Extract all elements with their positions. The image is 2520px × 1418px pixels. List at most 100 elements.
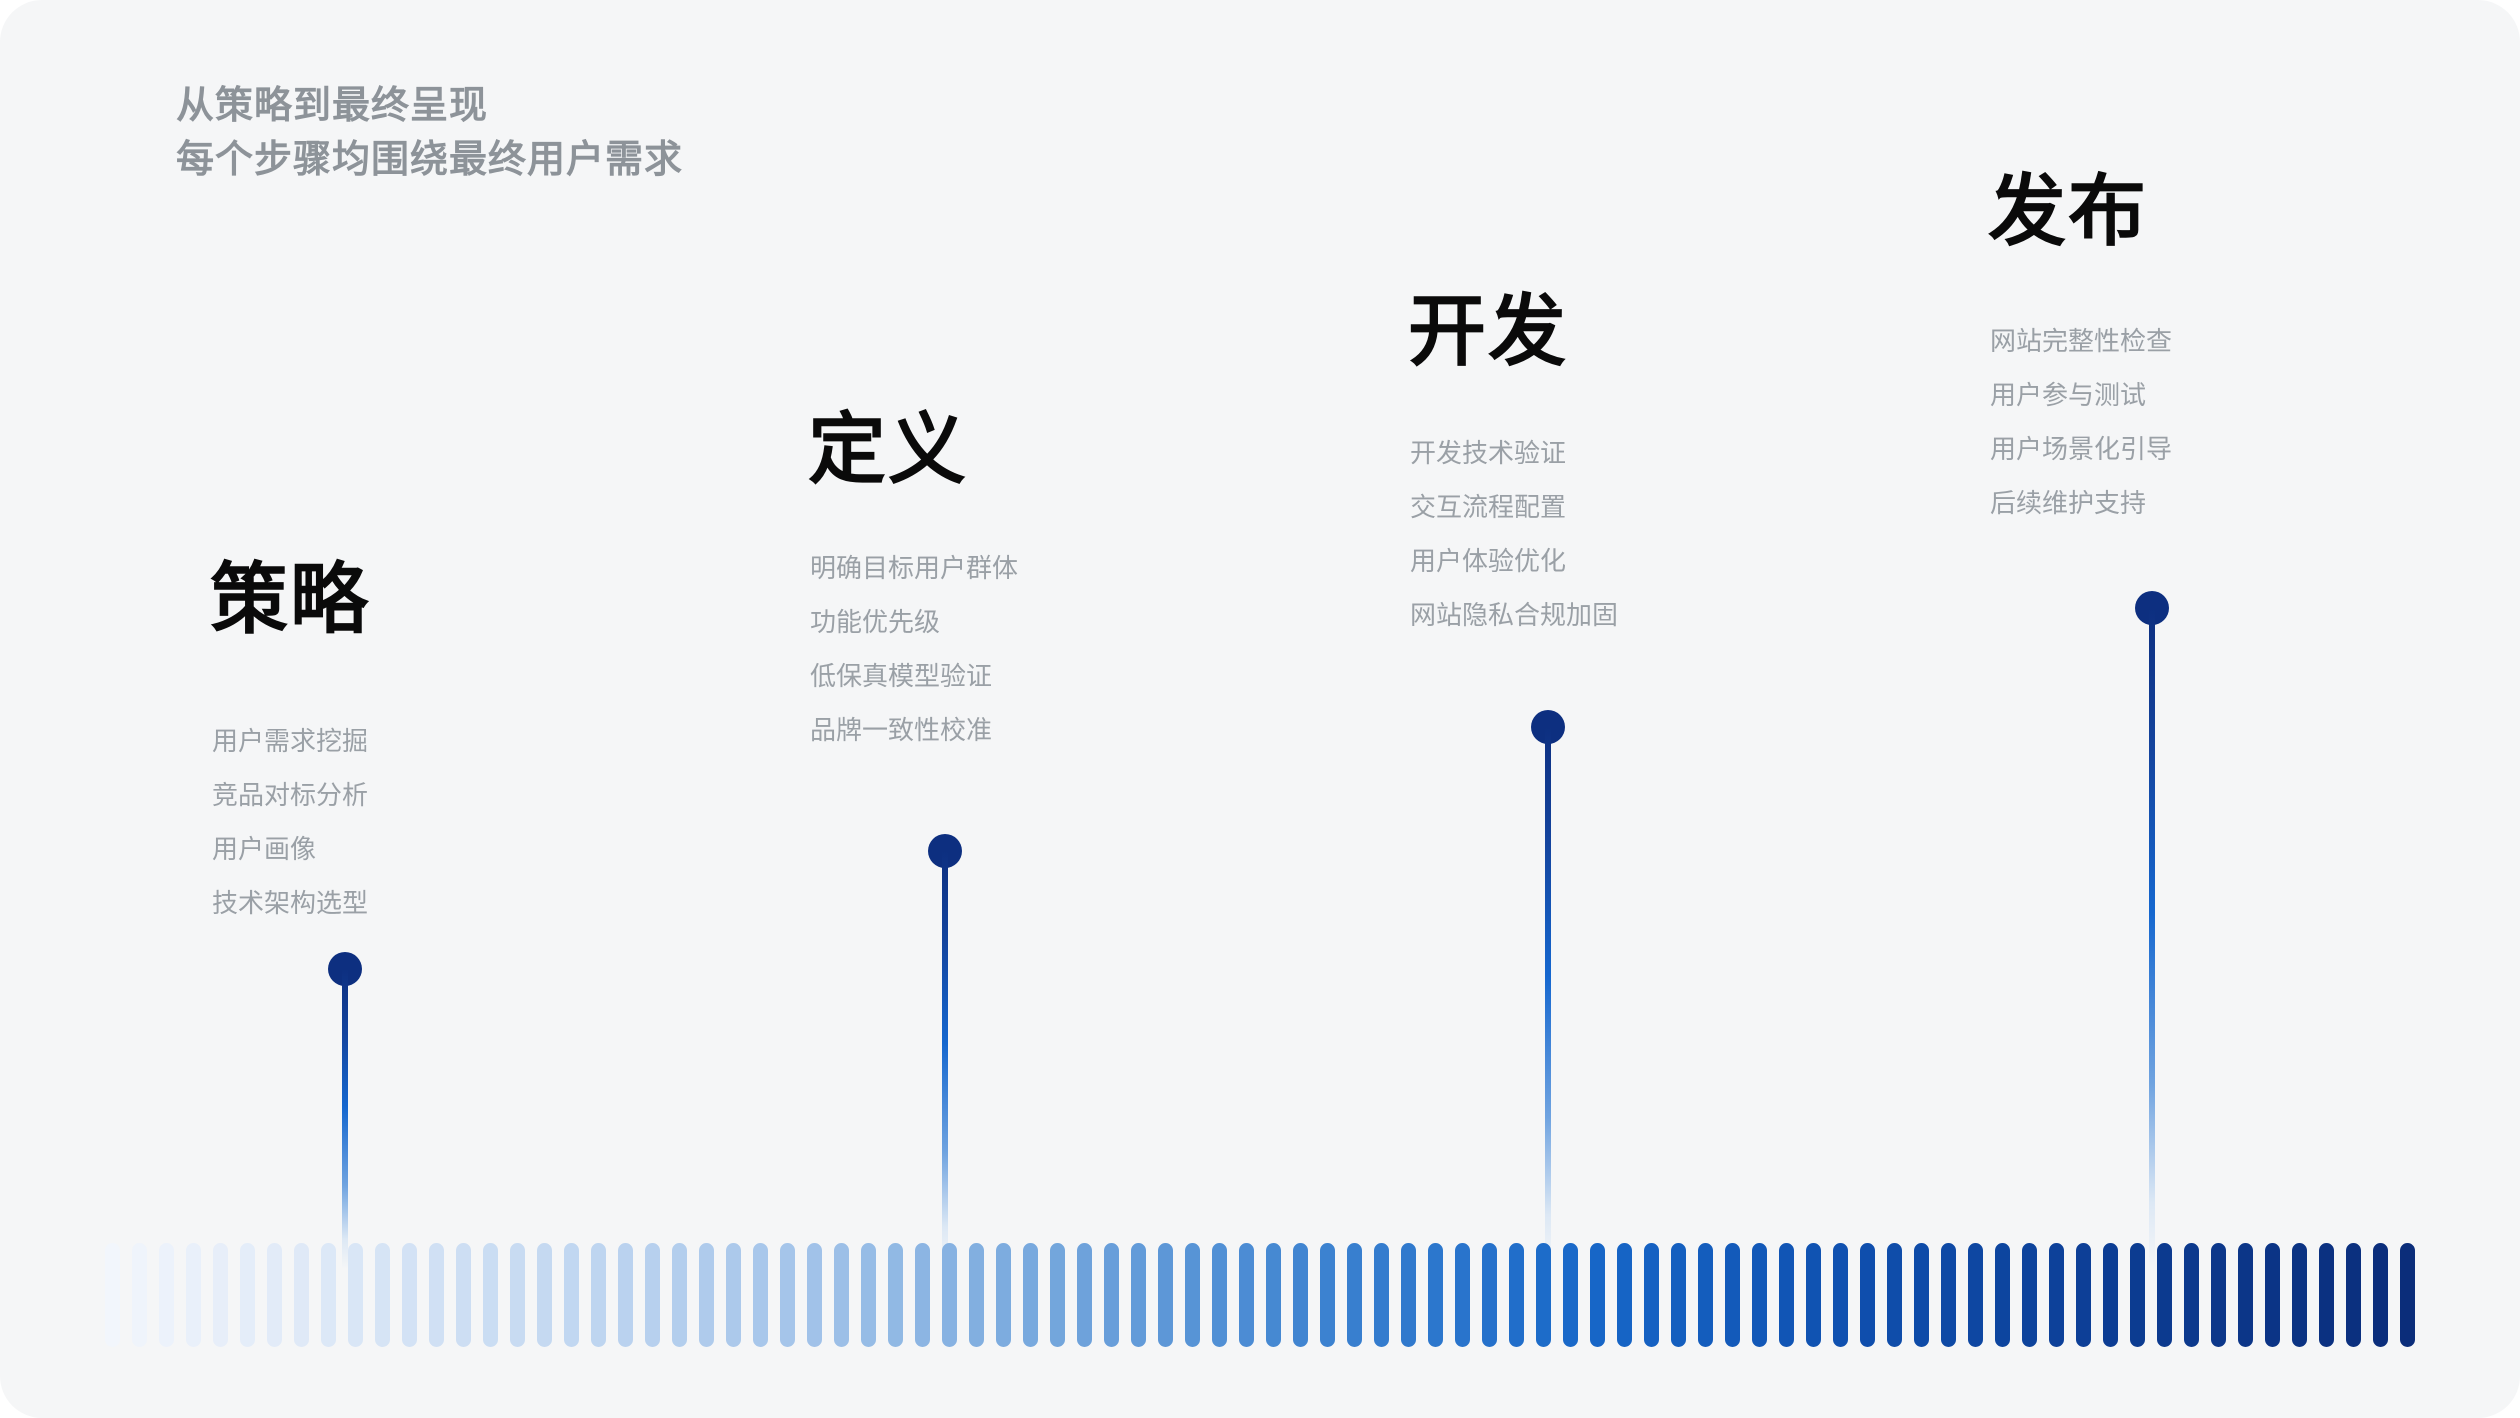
progress-tick-bar — [2130, 1243, 2145, 1347]
progress-tick-bar — [969, 1243, 984, 1347]
heading-line-1: 从策略到最终呈现 — [176, 85, 489, 127]
progress-tick-bar — [186, 1243, 201, 1347]
stage-item: 网站隐私合规加固 — [1410, 600, 1619, 630]
stage-title-release: 发布 — [1988, 167, 2149, 255]
progress-tick-bar — [996, 1243, 1011, 1347]
stage-item: 功能优先级 — [810, 607, 941, 637]
progress-tick-bar — [591, 1243, 606, 1347]
progress-tick-bar — [267, 1243, 282, 1347]
progress-tick-bar — [2211, 1243, 2226, 1347]
progress-tick-bar — [1590, 1243, 1605, 1347]
progress-tick-bar — [1131, 1243, 1146, 1347]
progress-tick-bar — [1833, 1243, 1848, 1347]
stage-title-strategy: 策略 — [210, 555, 371, 643]
progress-tick-bar — [618, 1243, 633, 1347]
progress-tick-bar — [1347, 1243, 1362, 1347]
stage-item: 交互流程配置 — [1410, 492, 1567, 522]
progress-tick-bar — [753, 1243, 768, 1347]
progress-tick-bar — [2076, 1243, 2091, 1347]
progress-tick-bar — [1185, 1243, 1200, 1347]
progress-tick-bar — [1860, 1243, 1875, 1347]
progress-tick-bar — [2157, 1243, 2172, 1347]
progress-tick-bar — [348, 1243, 363, 1347]
progress-tick-bar — [1212, 1243, 1227, 1347]
stage-items-develop: 开发技术验证交互流程配置用户体验优化网站隐私合规加固 — [1410, 440, 1618, 656]
stage-item: 用户画像 — [212, 834, 317, 864]
progress-tick-bar — [699, 1243, 714, 1347]
progress-tick-bar — [2022, 1243, 2037, 1347]
stage-item: 用户需求挖掘 — [212, 726, 369, 756]
progress-tick-bar — [1320, 1243, 1335, 1347]
progress-tick-bar — [1806, 1243, 1821, 1347]
progress-tick-bar — [2265, 1243, 2280, 1347]
progress-tick-bar — [1239, 1243, 1254, 1347]
stage-item: 用户场景化引导 — [1990, 434, 2173, 464]
progress-tick-bar — [672, 1243, 687, 1347]
progress-tick-bar — [321, 1243, 336, 1347]
progress-tick-bar — [1428, 1243, 1443, 1347]
progress-tick-bar — [1644, 1243, 1659, 1347]
heading-line-2: 每个步骤均围绕最终用户需求 — [176, 138, 684, 181]
progress-tick-bar — [1752, 1243, 1767, 1347]
progress-tick-bar — [2400, 1243, 2415, 1347]
progress-tick-bar — [1995, 1243, 2010, 1347]
stage-title-define: 定义 — [808, 405, 969, 493]
progress-tick-bar — [456, 1243, 471, 1347]
progress-tick-bar — [1698, 1243, 1713, 1347]
progress-tick-bar — [105, 1243, 120, 1347]
stage-items-strategy: 用户需求挖掘竞品对标分析用户画像技术架构选型 — [212, 728, 368, 944]
progress-tick-bar — [645, 1243, 660, 1347]
progress-tick-bar — [1779, 1243, 1794, 1347]
progress-tick-bar — [1401, 1243, 1416, 1347]
progress-tick-bar — [537, 1243, 552, 1347]
stage-item: 低保真模型验证 — [810, 661, 993, 691]
progress-tick-bar — [2292, 1243, 2307, 1347]
page-heading: 从策略到最终呈现 每个步骤均围绕最终用户需求 — [176, 80, 683, 188]
stage-item: 品牌一致性校准 — [810, 715, 993, 745]
progress-tick-bar — [1293, 1243, 1308, 1347]
progress-tick-bar — [483, 1243, 498, 1347]
stage-item: 网站完整性检查 — [1990, 326, 2173, 356]
progress-tick-bar — [2346, 1243, 2361, 1347]
progress-tick-bar — [888, 1243, 903, 1347]
progress-tick-bar — [834, 1243, 849, 1347]
progress-tick-bar — [942, 1243, 957, 1347]
progress-tick-bar — [213, 1243, 228, 1347]
progress-tick-bar — [1725, 1243, 1740, 1347]
progress-tick-bar — [726, 1243, 741, 1347]
stage-item: 竞品对标分析 — [212, 780, 369, 810]
progress-tick-bar — [1050, 1243, 1065, 1347]
milestone-stem — [342, 969, 348, 1269]
stage-item: 明确目标用户群体 — [810, 553, 1019, 583]
progress-tick-bar — [159, 1243, 174, 1347]
progress-tick-bar — [1671, 1243, 1686, 1347]
progress-tick-bar — [1266, 1243, 1281, 1347]
progress-tick-bar — [402, 1243, 417, 1347]
progress-tick-bar — [1941, 1243, 1956, 1347]
progress-tick-bar — [2049, 1243, 2064, 1347]
progress-tick-bar — [294, 1243, 309, 1347]
progress-tick-bar — [1077, 1243, 1092, 1347]
progress-tick-bar — [1104, 1243, 1119, 1347]
stage-item: 用户参与测试 — [1990, 380, 2147, 410]
progress-tick-bar — [1536, 1243, 1551, 1347]
progress-bar-strip — [105, 1243, 2417, 1347]
progress-tick-bar — [1968, 1243, 1983, 1347]
progress-tick-bar — [2319, 1243, 2334, 1347]
progress-tick-bar — [2103, 1243, 2118, 1347]
stage-items-release: 网站完整性检查用户参与测试用户场景化引导后续维护支持 — [1990, 328, 2172, 544]
progress-tick-bar — [2238, 1243, 2253, 1347]
progress-tick-bar — [429, 1243, 444, 1347]
progress-tick-bar — [2184, 1243, 2199, 1347]
progress-tick-bar — [1374, 1243, 1389, 1347]
progress-tick-bar — [1482, 1243, 1497, 1347]
progress-tick-bar — [1914, 1243, 1929, 1347]
progress-tick-bar — [2373, 1243, 2388, 1347]
stage-item: 用户体验优化 — [1410, 546, 1567, 576]
progress-tick-bar — [564, 1243, 579, 1347]
progress-tick-bar — [132, 1243, 147, 1347]
milestone-stem — [1545, 727, 1551, 1269]
progress-tick-bar — [1509, 1243, 1524, 1347]
progress-tick-bar — [1455, 1243, 1470, 1347]
progress-tick-bar — [861, 1243, 876, 1347]
